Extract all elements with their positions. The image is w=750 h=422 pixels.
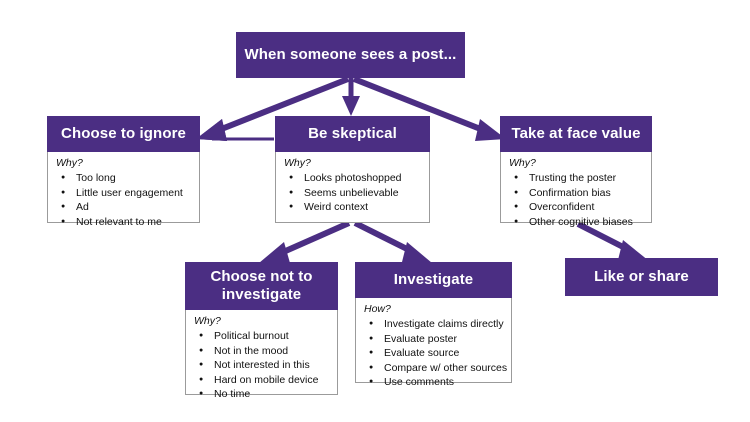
list-item: Too long [56, 171, 193, 185]
edge-be-skeptical-to-investigate [353, 220, 432, 263]
body-list-choose-not-to-investigate: Political burnout Not in the mood Not in… [194, 329, 331, 401]
list-item: Not interested in this [194, 358, 331, 372]
list-item: Seems unbelievable [284, 186, 423, 200]
list-item: Evaluate poster [364, 332, 505, 346]
node-body-investigate: How? Investigate claims directly Evaluat… [355, 298, 512, 389]
node-when-someone-sees-a-post[interactable]: When someone sees a post... [236, 32, 465, 78]
body-label-choose-to-ignore: Why? [56, 157, 83, 169]
list-item: Use comments [364, 375, 505, 389]
node-like-or-share[interactable]: Like or share [565, 258, 718, 296]
edge-take-at-face-value-to-like-or-share [576, 221, 649, 261]
node-header-like-or-share: Like or share [565, 258, 718, 296]
edge-top-to-be-skeptical [342, 78, 360, 116]
node-header-choose-not-to-investigate: Choose not to investigate [185, 262, 338, 310]
list-item: Other cognitive biases [509, 215, 645, 229]
body-label-investigate: How? [364, 303, 391, 315]
body-list-choose-to-ignore: Too long Little user engagement Ad Not r… [56, 171, 193, 229]
list-item: Ad [56, 200, 193, 214]
node-take-at-face-value[interactable]: Take at face value Why? Trusting the pos… [500, 116, 652, 229]
node-body-choose-not-to-investigate: Why? Political burnout Not in the mood N… [185, 310, 338, 401]
list-item: Political burnout [194, 329, 331, 343]
list-item: Not in the mood [194, 344, 331, 358]
node-choose-to-ignore[interactable]: Choose to ignore Why? Too long Little us… [47, 116, 200, 229]
node-choose-not-to-investigate[interactable]: Choose not to investigate Why? Political… [185, 262, 338, 401]
edge-be-skeptical-to-choose-to-ignore [196, 119, 274, 141]
node-header-take-at-face-value: Take at face value [500, 116, 652, 152]
body-list-investigate: Investigate claims directly Evaluate pos… [364, 317, 507, 389]
list-item: Confirmation bias [509, 186, 645, 200]
body-list-take-at-face-value: Trusting the poster Confirmation bias Ov… [509, 171, 645, 229]
list-item: Hard on mobile device [194, 373, 331, 387]
edge-be-skeptical-to-choose-not-to-investigate [259, 220, 351, 263]
body-label-take-at-face-value: Why? [509, 157, 536, 169]
body-label-choose-not-to-investigate: Why? [194, 315, 221, 327]
list-item: Little user engagement [56, 186, 193, 200]
list-item: Trusting the poster [509, 171, 645, 185]
list-item: Looks photoshopped [284, 171, 423, 185]
node-body-take-at-face-value: Why? Trusting the poster Confirmation bi… [500, 152, 652, 229]
node-header-be-skeptical: Be skeptical [275, 116, 430, 152]
list-item: Not relevant to me [56, 215, 193, 229]
body-label-be-skeptical: Why? [284, 157, 311, 169]
body-list-be-skeptical: Looks photoshopped Seems unbelievable We… [284, 171, 423, 214]
node-be-skeptical[interactable]: Be skeptical Why? Looks photoshopped See… [275, 116, 430, 223]
node-header-when-someone-sees-a-post: When someone sees a post... [236, 32, 465, 78]
node-investigate[interactable]: Investigate How? Investigate claims dire… [355, 262, 512, 389]
node-body-choose-to-ignore: Why? Too long Little user engagement Ad … [47, 152, 200, 229]
list-item: Weird context [284, 200, 423, 214]
list-item: No time [194, 387, 331, 401]
node-header-investigate: Investigate [355, 262, 512, 298]
list-item: Overconfident [509, 200, 645, 214]
node-header-choose-to-ignore: Choose to ignore [47, 116, 200, 152]
list-item: Compare w/ other sources [364, 361, 507, 375]
node-body-be-skeptical: Why? Looks photoshopped Seems unbelievab… [275, 152, 430, 223]
list-item: Evaluate source [364, 346, 505, 360]
list-item: Investigate claims directly [364, 317, 505, 331]
